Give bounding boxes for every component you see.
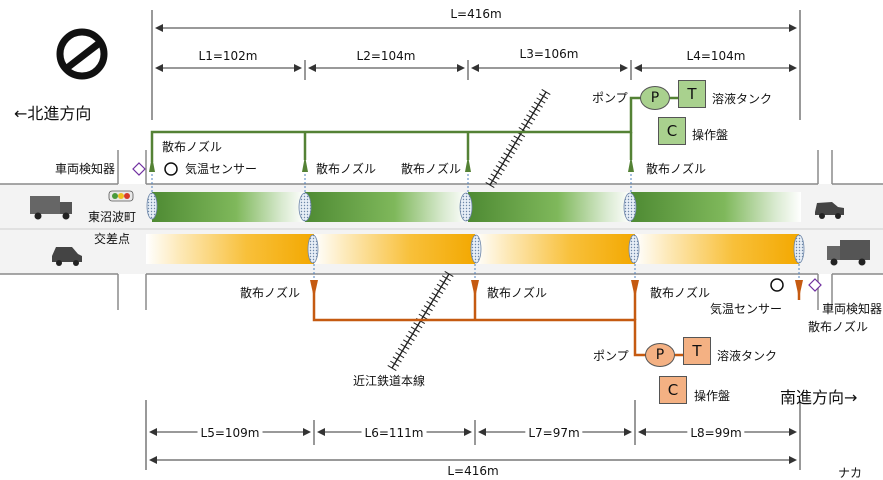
top-total-length: L=416m bbox=[447, 7, 505, 21]
intersection-name: 東沼波町 bbox=[88, 210, 137, 224]
length-L3: L3=106m bbox=[516, 47, 582, 61]
north-control-panel-label: 操作盤 bbox=[692, 128, 729, 142]
traffic-signal-icon bbox=[108, 190, 134, 202]
south-nozzle-label-1: 散布ノズル bbox=[240, 286, 301, 300]
top-dimension-lines bbox=[151, 10, 801, 120]
north-temp-sensor-icon bbox=[164, 162, 178, 176]
jeep-right-icon bbox=[815, 202, 844, 219]
north-vehicle-detector-icon bbox=[132, 162, 146, 176]
truck-left-icon bbox=[30, 196, 72, 220]
bottom-total-length: L=416m bbox=[444, 464, 502, 478]
north-temp-sensor-label: 気温センサー bbox=[185, 162, 258, 176]
intersection-suffix: 交差点 bbox=[94, 232, 131, 246]
south-tank-label: 溶液タンク bbox=[717, 349, 778, 363]
north-pump-icon: P bbox=[640, 86, 670, 110]
north-tank-icon: T bbox=[678, 80, 706, 108]
car-left-icon bbox=[52, 247, 82, 266]
south-vehicle-detector-label: 車両検知器 bbox=[822, 302, 883, 316]
south-temp-sensor-label: 気温センサー bbox=[710, 302, 783, 316]
north-nozzle-label-1: 散布ノズル bbox=[162, 140, 223, 154]
north-nozzle-label-3: 散布ノズル bbox=[401, 162, 462, 176]
length-L4: L4=104m bbox=[683, 49, 749, 63]
truck-right-icon bbox=[827, 240, 870, 266]
south-pump-icon: P bbox=[645, 343, 675, 367]
south-nozzle-label-3: 散布ノズル bbox=[650, 286, 711, 300]
north-nozzles bbox=[149, 156, 634, 172]
length-L6: L6=111m bbox=[361, 426, 427, 440]
railway-label: 近江鉄道本線 bbox=[353, 374, 426, 388]
south-tank-icon: T bbox=[683, 337, 711, 365]
south-spray-bands bbox=[146, 234, 799, 264]
south-nozzle-label-2: 散布ノズル bbox=[487, 286, 548, 300]
south-pump-label: ポンプ bbox=[593, 349, 629, 363]
north-pipe bbox=[150, 96, 680, 162]
south-control-panel-icon: C bbox=[659, 376, 687, 404]
north-nozzle-label-2: 散布ノズル bbox=[316, 162, 377, 176]
south-direction-label: 南進方向→ bbox=[780, 388, 858, 407]
compass-sign-icon bbox=[56, 28, 108, 80]
north-spray-bands bbox=[152, 192, 801, 222]
south-nozzles bbox=[310, 280, 803, 298]
spray-mists bbox=[146, 192, 805, 264]
north-nozzle-label-4: 散布ノズル bbox=[646, 162, 707, 176]
north-pump-label: ポンプ bbox=[592, 91, 628, 105]
north-spray-drops bbox=[151, 174, 632, 192]
north-direction-label: ←北進方向 bbox=[14, 104, 92, 123]
length-L5: L5=109m bbox=[197, 426, 263, 440]
length-L8: L8=99m bbox=[687, 426, 745, 440]
corner-text: ナカ bbox=[838, 466, 863, 480]
north-control-panel-icon: C bbox=[658, 117, 686, 145]
south-temp-sensor-icon bbox=[770, 278, 784, 292]
south-control-panel-label: 操作盤 bbox=[694, 389, 731, 403]
length-L7: L7=97m bbox=[525, 426, 583, 440]
north-vehicle-detector-label: 車両検知器 bbox=[55, 162, 116, 176]
length-L1: L1=102m bbox=[195, 49, 261, 63]
south-vehicle-detector-icon bbox=[808, 278, 822, 292]
length-L2: L2=104m bbox=[353, 49, 419, 63]
south-nozzle-label-4: 散布ノズル bbox=[808, 320, 869, 334]
south-spray-drops bbox=[313, 264, 800, 280]
south-pipe bbox=[312, 290, 801, 357]
north-tank-label: 溶液タンク bbox=[712, 92, 773, 106]
